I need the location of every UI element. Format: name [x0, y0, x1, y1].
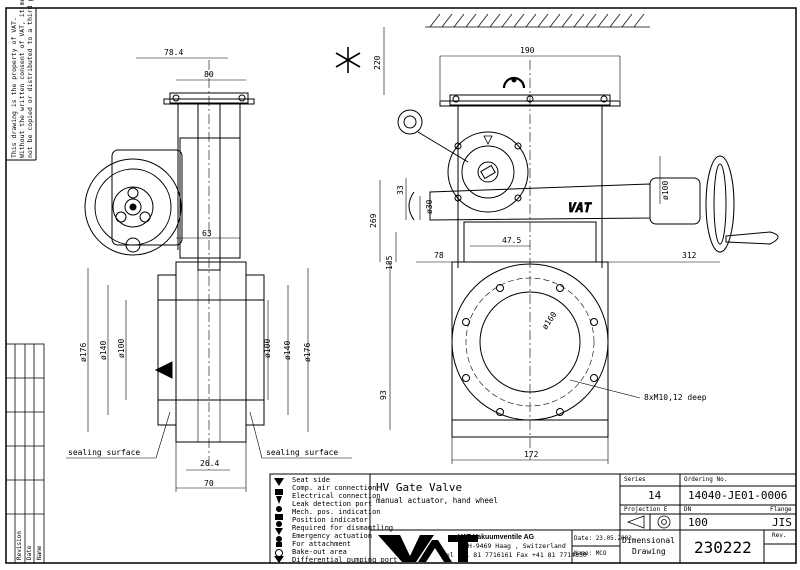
svg-text:93: 93	[379, 390, 388, 400]
company-name: VAT Vakuumventile AG	[458, 534, 535, 541]
flange-label: Flange	[770, 506, 792, 513]
svg-text:78: 78	[434, 251, 444, 260]
svg-text:63: 63	[202, 229, 212, 238]
legend-electrical: Electrical connection	[292, 492, 381, 500]
projection-label: Projection E	[624, 506, 668, 513]
ordering-label: Ordering No.	[684, 476, 728, 483]
ordering-number: 14040-JE01-0006	[688, 489, 788, 502]
front-view-dim-labels: 190 220 33 ø30 269 185 78 47.5 312 93 17…	[369, 46, 707, 459]
lever-logo: VAT	[568, 201, 593, 217]
name-field: Name: MCO	[574, 550, 607, 557]
company-address: CH-9469 Haag , Switzerland	[464, 542, 566, 550]
sealing-surface-right-label: sealing surface	[266, 448, 338, 457]
projection-symbol	[626, 515, 671, 529]
doc-type-line1: Dimensional	[622, 536, 675, 545]
drawing-number: 230222	[694, 538, 752, 557]
svg-text:269: 269	[369, 213, 378, 228]
svg-text:This drawing is the property o: This drawing is the property of VAT.	[10, 17, 18, 158]
series-label: Series	[624, 476, 646, 483]
legend-position-indicator: Position indicator	[292, 516, 368, 524]
product-subtitle: manual actuator, hand wheel	[376, 496, 498, 505]
svg-text:ø160: ø160	[540, 310, 559, 331]
legend-emergency: Emergency actuation	[292, 532, 373, 540]
svg-text:26.4: 26.4	[200, 459, 219, 468]
svg-text:ø30: ø30	[425, 199, 434, 214]
svg-text:ø176: ø176	[79, 343, 88, 362]
svg-text:70: 70	[204, 479, 214, 488]
svg-text:220: 220	[373, 55, 382, 70]
product-title: HV Gate Valve	[376, 481, 463, 494]
front-view	[397, 60, 779, 460]
svg-text:78.4: 78.4	[164, 48, 183, 57]
svg-text:ø140: ø140	[99, 341, 108, 360]
dn-label: DN	[684, 506, 692, 513]
revision-table	[5, 343, 45, 564]
flange-value: JIS	[772, 516, 792, 529]
svg-text:not be copied or distributed t: not be copied or distributed to a third …	[26, 0, 34, 158]
svg-text:80: 80	[204, 70, 214, 79]
svg-text:ø140: ø140	[283, 341, 292, 360]
side-view-dimensions	[66, 57, 352, 492]
side-view	[84, 60, 265, 470]
svg-text:Name: Name	[36, 545, 43, 560]
legend-diff-pumping: Differential pumping port	[292, 556, 398, 564]
sealing-surface-left-label: sealing surface	[68, 448, 140, 457]
svg-text:185: 185	[385, 255, 394, 270]
svg-text:190: 190	[520, 46, 535, 55]
front-view-dimensions	[379, 27, 720, 464]
svg-text:ø100: ø100	[117, 339, 126, 358]
revision-labels: Revision Date Name	[16, 531, 43, 560]
legend-bake-out: Bake-out area	[292, 548, 347, 556]
svg-text:172: 172	[524, 450, 539, 459]
title-block-grid	[269, 473, 797, 564]
bake-out-symbol	[335, 47, 361, 73]
side-view-dim-labels: 78.4 80 63 26.4 70 ø176 ø140 ø100 ø100 ø…	[68, 48, 338, 488]
ownership-notice: This drawing is the property of VAT. Wit…	[10, 0, 34, 158]
bolt-holes-callout: 8xM10,12 deep	[644, 393, 707, 402]
series-value: 14	[648, 489, 662, 502]
mounting-surface-hatch	[425, 13, 650, 28]
svg-text:ø100: ø100	[263, 339, 272, 358]
svg-text:ø100: ø100	[661, 181, 670, 200]
svg-text:Date: Date	[26, 545, 33, 560]
doc-type-line2: Drawing	[632, 547, 666, 556]
svg-text:ø176: ø176	[303, 343, 312, 362]
svg-text:47.5: 47.5	[502, 236, 521, 245]
svg-text:Revision: Revision	[16, 531, 23, 560]
rev-label: Rev.	[772, 532, 787, 539]
legend-air-connection: Comp. air connection	[292, 484, 377, 492]
company-phone: Tel +41 81 7716161 Fax +41 81 7714830	[442, 551, 587, 559]
legend-symbols	[274, 478, 284, 563]
legend-attachment: For attachment	[292, 540, 352, 548]
svg-text:312: 312	[682, 251, 697, 260]
legend-seat-side: Seat side	[292, 476, 330, 484]
legend-mech-indication: Mech. pos. indication	[292, 508, 381, 516]
dn-value: 100	[688, 516, 708, 529]
date-field: Date: 23.05.2002	[574, 535, 632, 542]
svg-text:Without the written consent of: Without the written consent of VAT, it m…	[18, 0, 26, 158]
sheet-border	[5, 7, 797, 564]
svg-text:33: 33	[396, 185, 405, 195]
company-logo	[378, 535, 478, 562]
legend-leak-port: Leak detection port	[292, 500, 373, 508]
legend-dismantling: Required for dismantling	[292, 524, 394, 532]
svg-text:VAT: VAT	[568, 201, 593, 216]
